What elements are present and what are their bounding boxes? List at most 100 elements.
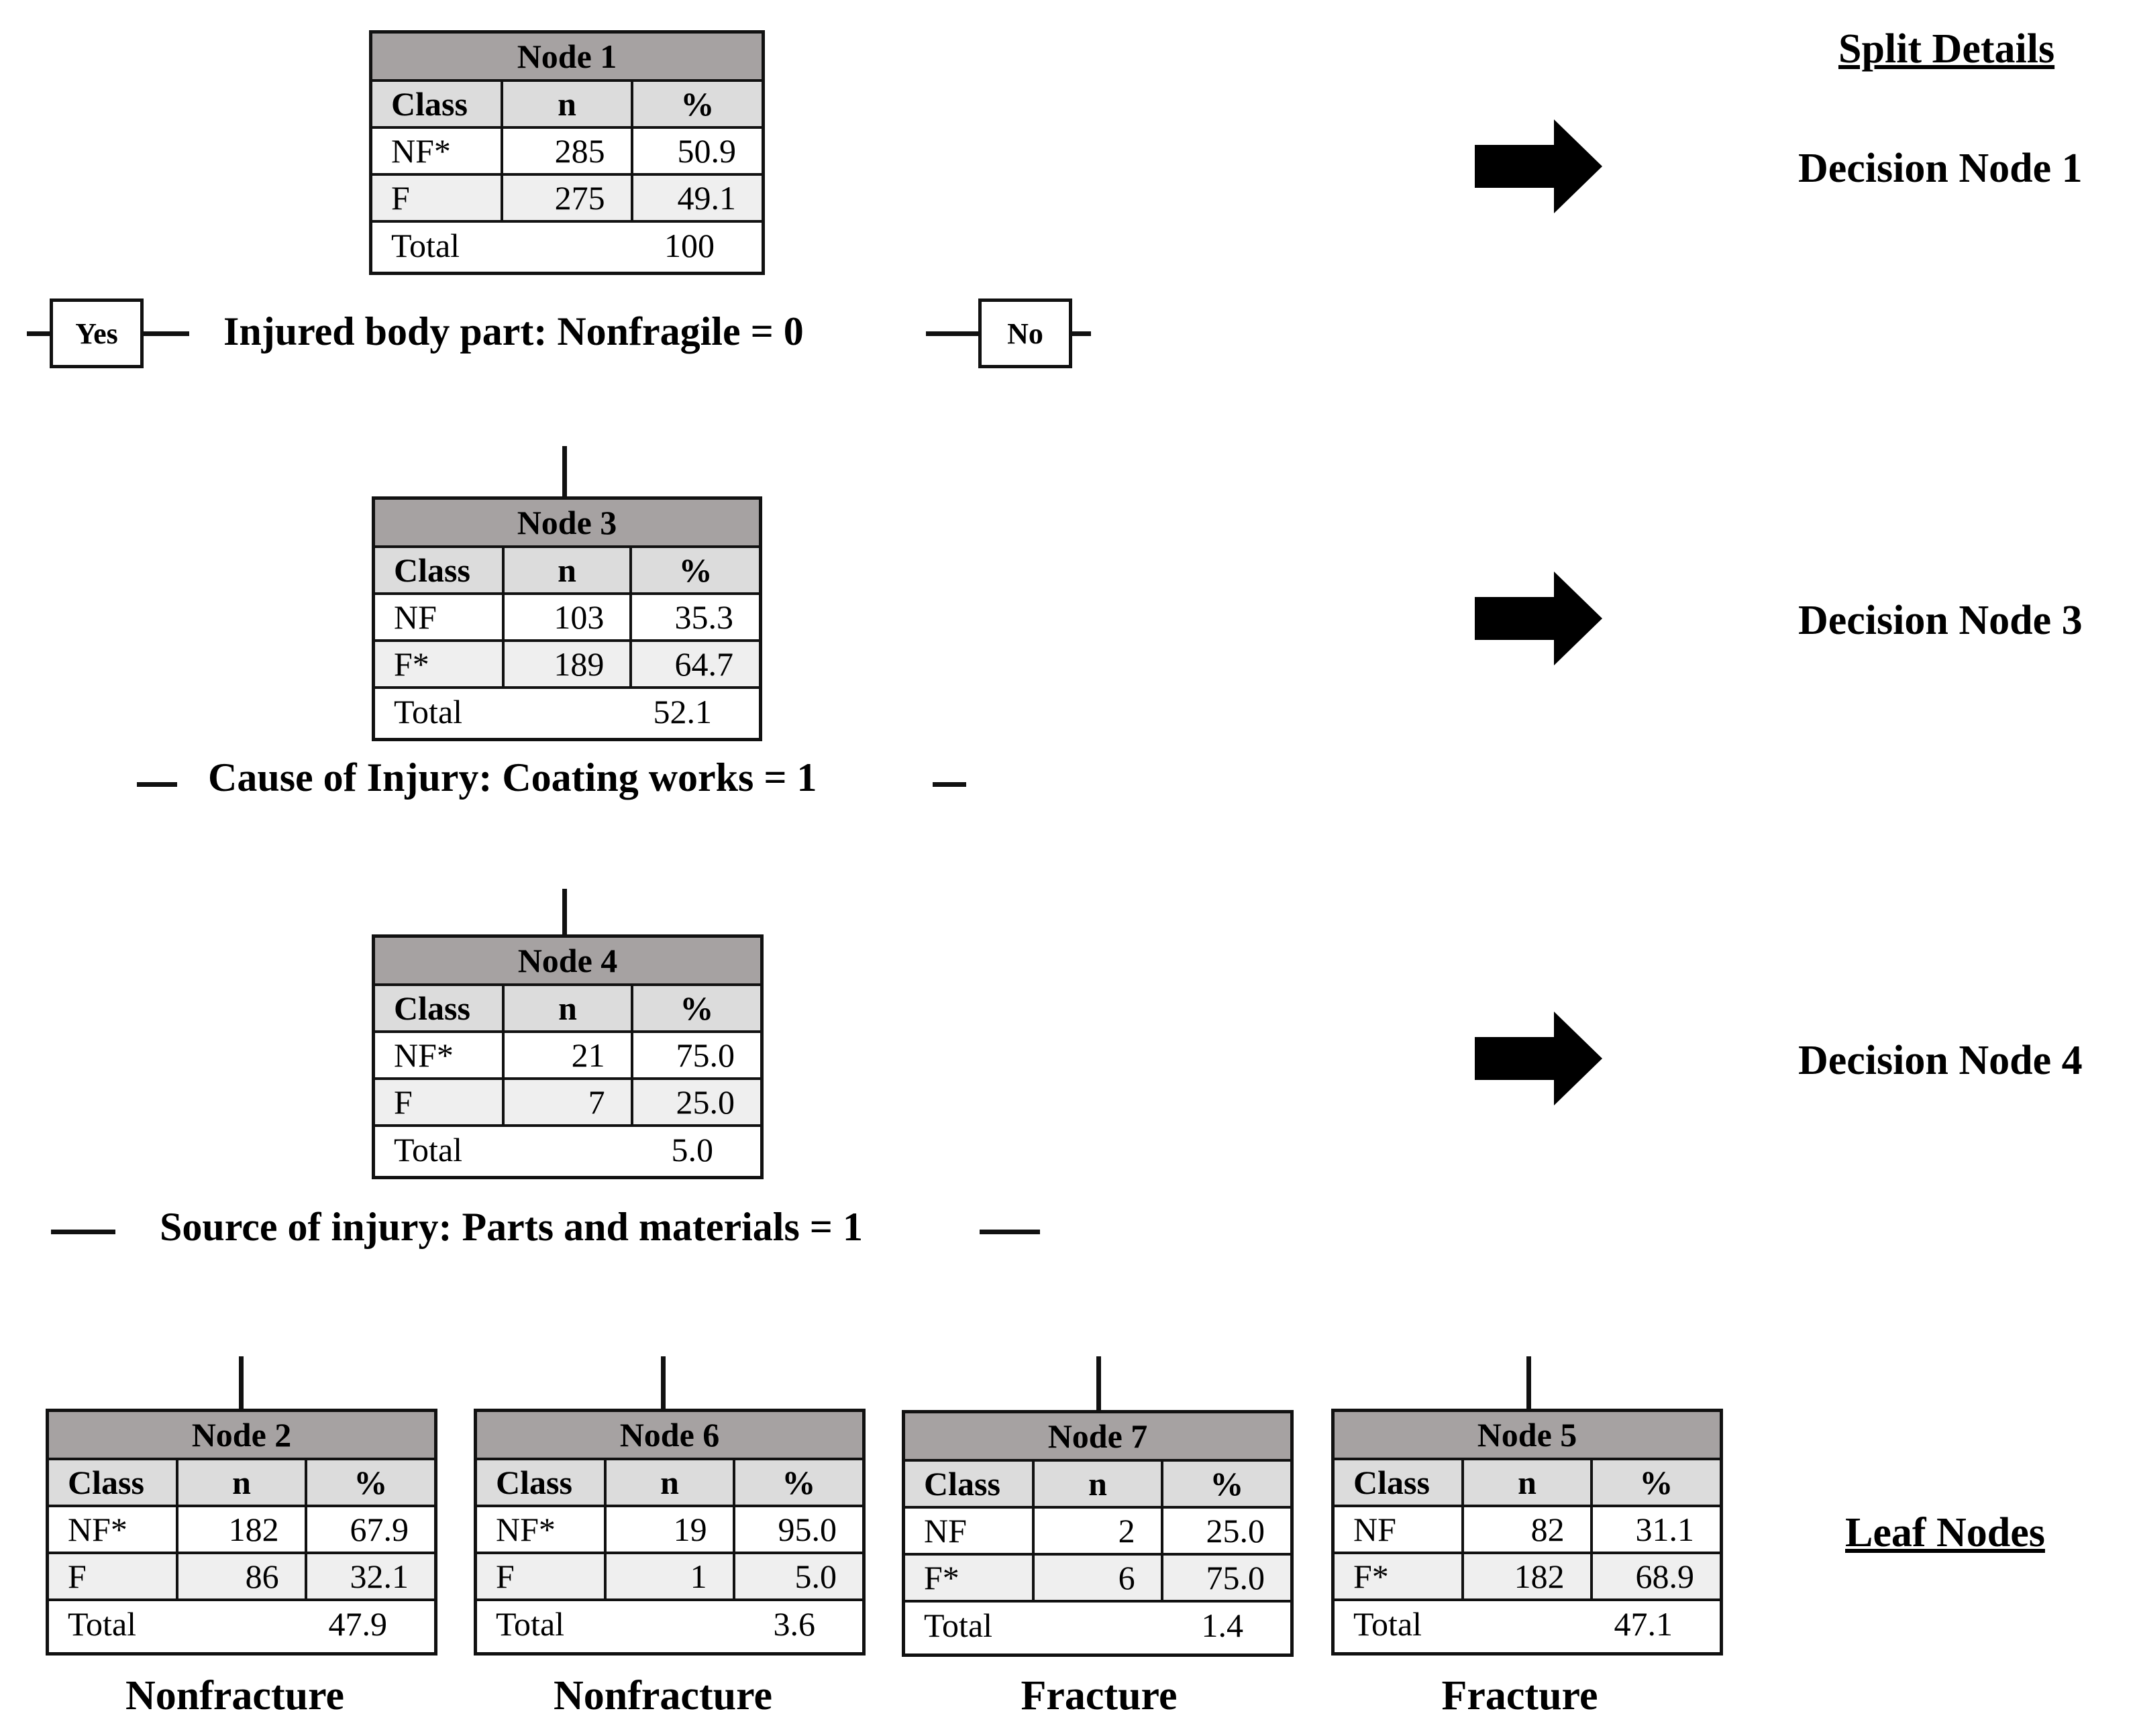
node-7-outcome-label: Fracture bbox=[1021, 1673, 1178, 1719]
node-5-outcome-label: Fracture bbox=[1441, 1673, 1598, 1719]
split-4-condition: Source of injury: Parts and materials = … bbox=[160, 1205, 863, 1249]
node-title: Node 7 bbox=[905, 1413, 1290, 1462]
arrow-right-icon bbox=[1475, 119, 1602, 213]
no-connector-line bbox=[926, 331, 980, 336]
class-cell: NF* bbox=[372, 126, 504, 176]
class-column-header: Class bbox=[372, 79, 504, 129]
count-cell: 2 bbox=[1032, 1506, 1163, 1556]
count-cell: 7 bbox=[502, 1077, 633, 1127]
total-value: 3.6 bbox=[733, 1598, 862, 1647]
class-cell: F bbox=[49, 1552, 179, 1601]
total-label: Total bbox=[49, 1598, 306, 1647]
n-column-header: n bbox=[501, 79, 633, 129]
count-cell: 189 bbox=[501, 639, 633, 689]
class-column-header: Class bbox=[477, 1458, 607, 1507]
node-6-table: Node 6 Class n % NF* 19 95.0 F 1 5.0 Tot… bbox=[474, 1409, 866, 1656]
count-cell: 21 bbox=[502, 1030, 633, 1080]
decision-node-3-label: Decision Node 3 bbox=[1798, 598, 2083, 643]
count-cell: 19 bbox=[604, 1505, 735, 1554]
percent-column-header: % bbox=[630, 983, 760, 1033]
total-value: 1.4 bbox=[1161, 1600, 1290, 1648]
split-1-right-stub bbox=[1071, 331, 1091, 336]
class-column-header: Class bbox=[375, 983, 505, 1033]
total-value: 47.1 bbox=[1591, 1598, 1720, 1647]
split-3-condition: Cause of Injury: Coating works = 1 bbox=[208, 755, 817, 800]
class-cell: NF* bbox=[477, 1505, 607, 1554]
no-branch-label: No bbox=[978, 299, 1072, 368]
percent-column-header: % bbox=[630, 79, 762, 129]
class-cell: F bbox=[372, 173, 504, 223]
percent-column-header: % bbox=[1590, 1458, 1720, 1507]
split-details-heading: Split Details bbox=[1838, 26, 2055, 72]
node-1-table: Node 1 Class n % NF* 285 50.9 F 275 49.1… bbox=[369, 30, 765, 275]
arrow-right-icon bbox=[1475, 1012, 1602, 1105]
percent-cell: 50.9 bbox=[630, 126, 762, 176]
count-cell: 1 bbox=[604, 1552, 735, 1601]
node-2-table: Node 2 Class n % NF* 182 67.9 F 86 32.1 … bbox=[46, 1409, 437, 1656]
connector-node-3 bbox=[562, 446, 567, 500]
class-cell: F bbox=[477, 1552, 607, 1601]
count-cell: 6 bbox=[1032, 1553, 1163, 1603]
class-cell: F* bbox=[905, 1553, 1035, 1603]
percent-cell: 64.7 bbox=[629, 639, 759, 689]
connector-node-7 bbox=[1096, 1356, 1101, 1410]
node-6-outcome-label: Nonfracture bbox=[554, 1673, 772, 1719]
total-label: Total bbox=[375, 686, 631, 735]
n-column-header: n bbox=[1032, 1459, 1163, 1509]
percent-cell: 68.9 bbox=[1590, 1552, 1720, 1601]
n-column-header: n bbox=[176, 1458, 307, 1507]
percent-column-header: % bbox=[1160, 1459, 1290, 1509]
node-title: Node 3 bbox=[375, 500, 759, 548]
node-4-table: Node 4 Class n % NF* 21 75.0 F 7 25.0 To… bbox=[372, 934, 764, 1179]
total-value: 47.9 bbox=[305, 1598, 434, 1647]
n-column-header: n bbox=[501, 545, 633, 595]
node-3-table: Node 3 Class n % NF 103 35.3 F* 189 64.7… bbox=[372, 496, 762, 741]
total-label: Total bbox=[905, 1600, 1162, 1648]
connector-node-5 bbox=[1526, 1356, 1531, 1410]
percent-column-header: % bbox=[304, 1458, 434, 1507]
n-column-header: n bbox=[604, 1458, 735, 1507]
total-label: Total bbox=[375, 1124, 632, 1173]
yes-connector-line bbox=[142, 331, 189, 336]
decision-node-1-label: Decision Node 1 bbox=[1798, 146, 2083, 191]
class-cell: NF* bbox=[375, 1030, 505, 1080]
count-cell: 182 bbox=[176, 1505, 307, 1554]
count-cell: 86 bbox=[176, 1552, 307, 1601]
connector-node-2 bbox=[239, 1356, 244, 1410]
arrow-right-icon bbox=[1475, 572, 1602, 665]
total-value: 52.1 bbox=[631, 686, 759, 735]
decision-node-4-label: Decision Node 4 bbox=[1798, 1038, 2083, 1083]
node-title: Node 2 bbox=[49, 1412, 434, 1460]
node-7-table: Node 7 Class n % NF 2 25.0 F* 6 75.0 Tot… bbox=[902, 1410, 1294, 1657]
split-4-left-stub bbox=[51, 1230, 115, 1234]
percent-cell: 25.0 bbox=[630, 1077, 760, 1127]
class-cell: F* bbox=[375, 639, 505, 689]
percent-cell: 49.1 bbox=[630, 173, 762, 223]
percent-column-header: % bbox=[732, 1458, 862, 1507]
n-column-header: n bbox=[1461, 1458, 1593, 1507]
class-column-header: Class bbox=[375, 545, 505, 595]
class-cell: NF bbox=[375, 592, 505, 642]
class-column-header: Class bbox=[1335, 1458, 1465, 1507]
node-title: Node 5 bbox=[1335, 1412, 1720, 1460]
count-cell: 82 bbox=[1461, 1505, 1593, 1554]
percent-cell: 95.0 bbox=[732, 1505, 862, 1554]
node-title: Node 1 bbox=[372, 34, 762, 82]
count-cell: 275 bbox=[501, 173, 633, 223]
connector-node-6 bbox=[661, 1356, 666, 1410]
split-3-right-stub bbox=[933, 782, 966, 787]
split-4-right-stub bbox=[980, 1230, 1040, 1234]
leaf-nodes-heading: Leaf Nodes bbox=[1845, 1510, 2045, 1556]
split-3-left-stub bbox=[137, 782, 177, 787]
percent-cell: 75.0 bbox=[630, 1030, 760, 1080]
total-label: Total bbox=[1335, 1598, 1592, 1647]
percent-cell: 67.9 bbox=[304, 1505, 434, 1554]
percent-cell: 31.1 bbox=[1590, 1505, 1720, 1554]
class-cell: NF bbox=[905, 1506, 1035, 1556]
percent-column-header: % bbox=[629, 545, 759, 595]
percent-cell: 75.0 bbox=[1160, 1553, 1290, 1603]
yes-branch-label: Yes bbox=[50, 299, 144, 368]
count-cell: 103 bbox=[501, 592, 633, 642]
class-cell: NF bbox=[1335, 1505, 1465, 1554]
node-title: Node 4 bbox=[375, 938, 760, 986]
